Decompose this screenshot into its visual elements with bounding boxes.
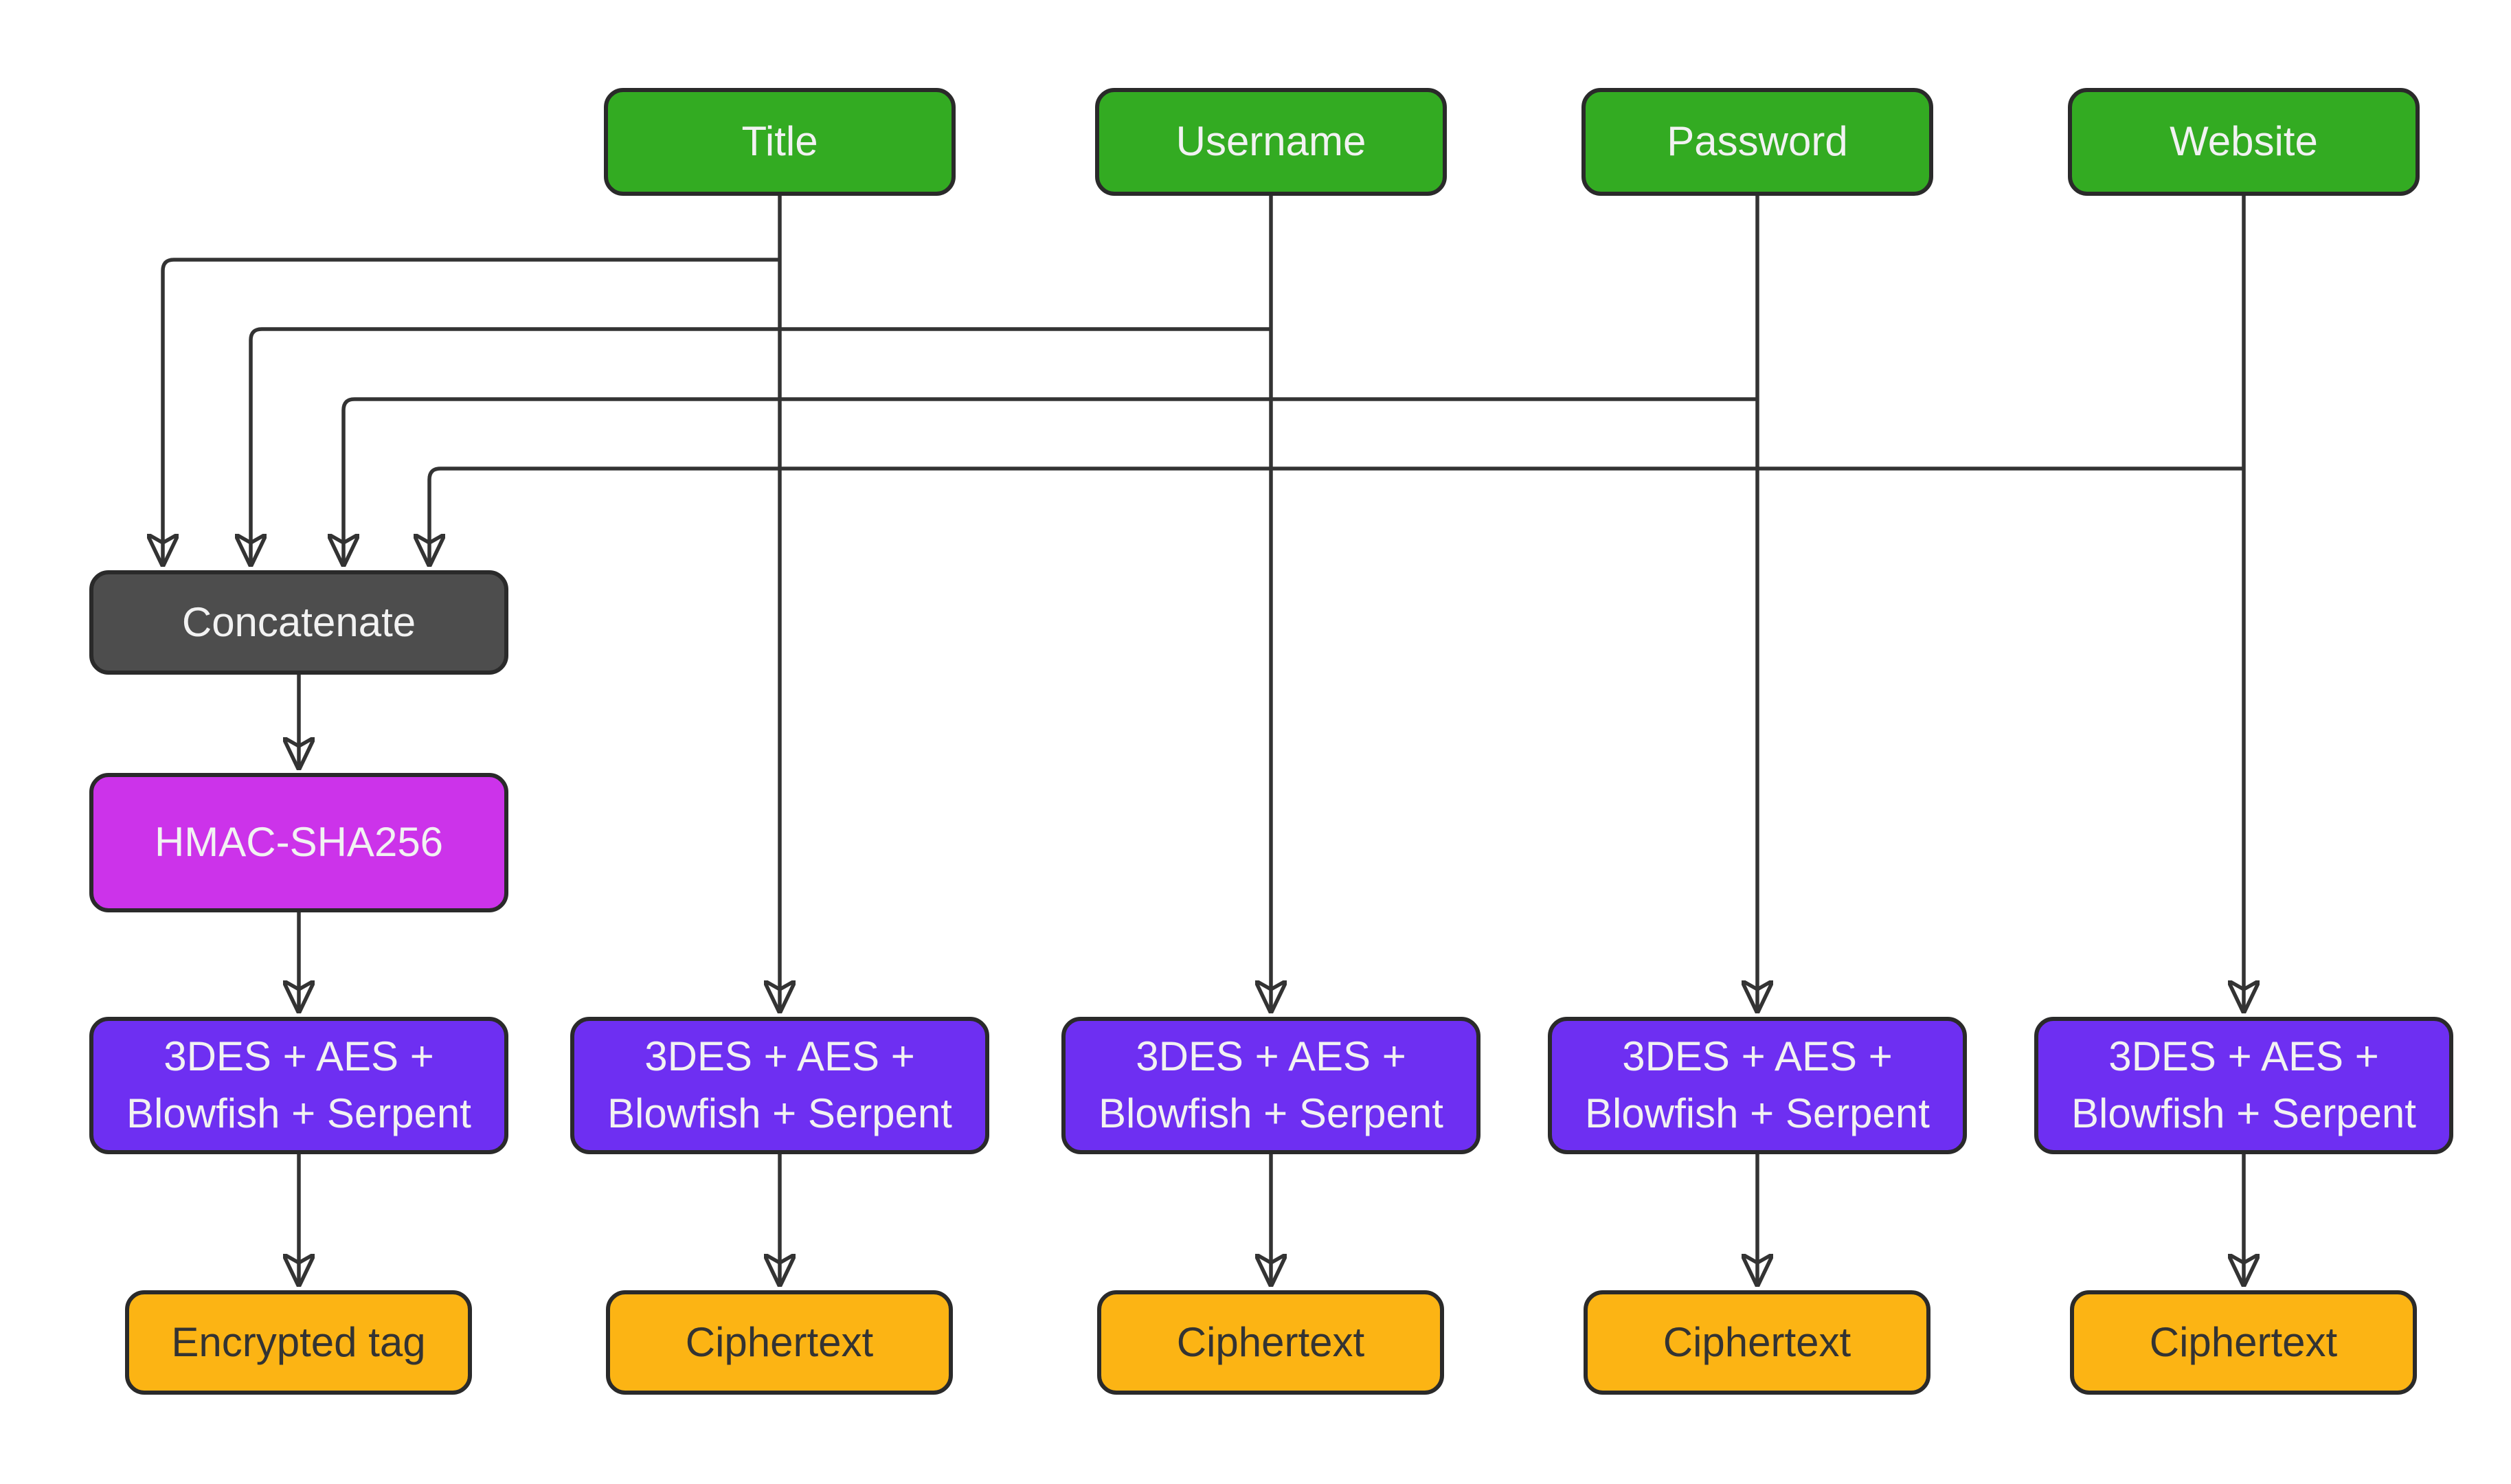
node-ciphertext-5-label: Ciphertext — [2149, 1318, 2338, 1365]
node-cipher-5-label: 3DES + AES + Blowfish + Serpent — [2071, 1033, 2416, 1136]
node-ciphertext-2: Ciphertext — [606, 1290, 953, 1395]
node-website-label: Website — [2170, 118, 2318, 165]
node-title-label: Title — [741, 118, 818, 165]
node-website: Website — [2068, 88, 2420, 196]
edge-title-to-concatenate — [163, 258, 780, 565]
node-hmac: HMAC-SHA256 — [89, 773, 508, 912]
node-cipher-2-label: 3DES + AES + Blowfish + Serpent — [607, 1033, 952, 1136]
node-ciphertext-2-label: Ciphertext — [685, 1318, 874, 1365]
node-cipher-4: 3DES + AES + Blowfish + Serpent — [1548, 1017, 1967, 1154]
node-encrypted-tag-label: Encrypted tag — [171, 1318, 426, 1365]
node-ciphertext-4-label: Ciphertext — [1663, 1318, 1851, 1365]
node-username: Username — [1095, 88, 1447, 196]
node-username-label: Username — [1175, 118, 1366, 165]
node-concatenate: Concatenate — [89, 570, 508, 675]
node-ciphertext-3-label: Ciphertext — [1176, 1318, 1365, 1365]
node-password: Password — [1581, 88, 1933, 196]
node-cipher-5: 3DES + AES + Blowfish + Serpent — [2034, 1017, 2453, 1154]
node-ciphertext-4: Ciphertext — [1584, 1290, 1930, 1395]
node-concatenate-label: Concatenate — [181, 598, 416, 645]
node-title: Title — [604, 88, 956, 196]
node-cipher-4-label: 3DES + AES + Blowfish + Serpent — [1585, 1033, 1930, 1136]
node-cipher-1: 3DES + AES + Blowfish + Serpent — [89, 1017, 508, 1154]
node-ciphertext-5: Ciphertext — [2070, 1290, 2417, 1395]
node-password-label: Password — [1667, 118, 1848, 165]
node-hmac-label: HMAC-SHA256 — [154, 819, 444, 866]
edge-password-to-concatenate — [344, 397, 1757, 565]
node-cipher-1-label: 3DES + AES + Blowfish + Serpent — [126, 1033, 471, 1136]
edge-website-to-concatenate — [429, 466, 2244, 565]
node-cipher-3: 3DES + AES + Blowfish + Serpent — [1061, 1017, 1480, 1154]
node-cipher-2: 3DES + AES + Blowfish + Serpent — [570, 1017, 989, 1154]
edge-username-to-concatenate — [251, 327, 1271, 565]
node-encrypted-tag: Encrypted tag — [125, 1290, 472, 1395]
node-ciphertext-3: Ciphertext — [1097, 1290, 1444, 1395]
node-cipher-3-label: 3DES + AES + Blowfish + Serpent — [1099, 1033, 1443, 1136]
